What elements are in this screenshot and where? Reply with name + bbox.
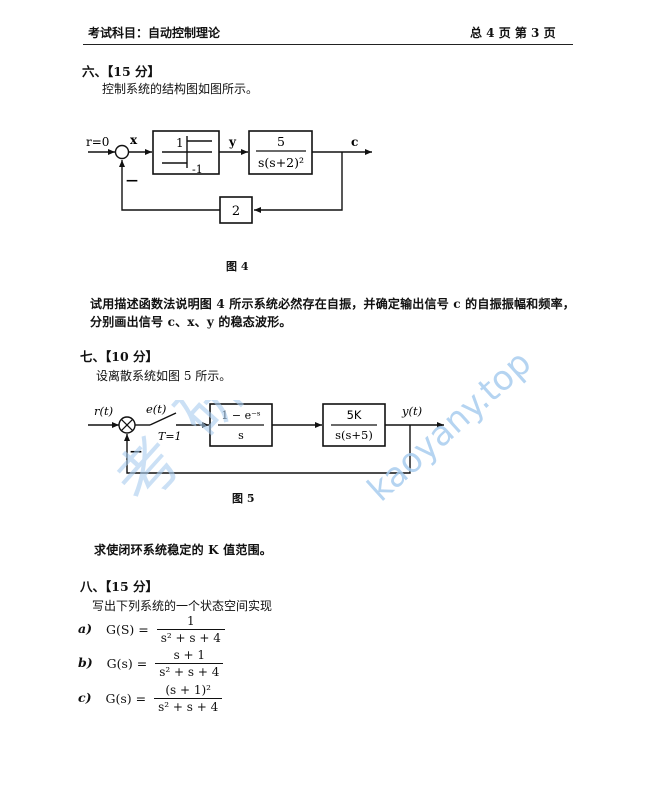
fig5-minus-sign: —: [130, 444, 142, 458]
q8-intro: 写出下列系统的一个状态空间实现: [92, 599, 273, 613]
q8-title: 八、【15 分】: [80, 579, 158, 594]
q8-item-b-num: s + 1: [155, 648, 224, 664]
q8-item-b-lhs: G(s) =: [106, 656, 148, 671]
q8-item-b-tag: b): [78, 655, 93, 670]
q8-item-b: b) G(s) = s + 1 s² + s + 4: [78, 648, 224, 679]
fig4-x-label: x: [130, 133, 138, 147]
fig4-summing-junction: [114, 144, 130, 160]
fig5-sample-period: T=1: [158, 430, 182, 443]
figure-5-caption: 图 5: [232, 492, 255, 505]
q8-item-b-den: s² + s + 4: [159, 665, 220, 679]
q6-question-line2: 分别画出信号 c、x、y 的稳态波形。: [90, 315, 292, 329]
relay-lower-level: -1: [192, 163, 203, 176]
fig5-y-label: y(t): [401, 404, 422, 418]
fig4-feedback-gain: 2: [232, 204, 240, 219]
figure-4-caption: 图 4: [226, 260, 249, 273]
fig5-plant-num: 5K: [347, 408, 362, 422]
figure-4: [88, 130, 372, 224]
q8-item-c: c) G(s) = (s + 1)² s² + s + 4: [78, 683, 223, 714]
q8-item-c-tag: c): [78, 690, 92, 705]
q8-item-c-lhs: G(s) =: [105, 691, 147, 706]
fig4-y-label: y: [228, 135, 237, 149]
header-rule: [83, 44, 573, 45]
relay-upper-level: 1: [176, 136, 184, 150]
q8-item-a-num: 1: [156, 614, 225, 630]
q6-question-line1: 试用描述函数法说明图 4 所示系统必然存在自振，并确定输出信号 c 的自振振幅和…: [90, 297, 575, 311]
q8-item-a-lhs: G(S) =: [106, 622, 149, 637]
q7-title: 七、【10 分】: [80, 349, 158, 364]
q8-item-a-den: s² + s + 4: [160, 631, 221, 645]
q6-title: 六、【15 分】: [82, 64, 160, 79]
fig5-feedback-path: [124, 425, 411, 474]
q8-item-c-den: s² + s + 4: [158, 700, 219, 714]
exam-subject: 考试科目：自动控制理论: [88, 26, 221, 40]
relay-characteristic: [162, 136, 212, 168]
q7-intro: 设离散系统如图 5 所示。: [96, 369, 232, 383]
q6-intro: 控制系统的结构图如图所示。: [102, 82, 259, 96]
fig4-c-label: c: [351, 135, 358, 149]
fig4-r-label: r=0: [86, 135, 109, 149]
fig4-plant-num: 5: [277, 134, 285, 149]
fig4-feedback-out: [119, 160, 220, 211]
fig5-r-label: r(t): [94, 404, 113, 418]
q8-item-b-fraction: s + 1 s² + s + 4: [155, 648, 224, 679]
q8-item-c-num: (s + 1)²: [154, 683, 223, 699]
page-counter: 总 4 页 第 3 页: [470, 26, 556, 40]
zoh-den: s: [238, 429, 244, 442]
zoh-num: 1 − e⁻ˢ: [221, 409, 261, 422]
figure-5: [88, 403, 444, 474]
fig5-e-label: e(t): [146, 402, 166, 416]
sampler-switch: [149, 412, 177, 426]
q8-item-a: a) G(S) = 1 s² + s + 4: [78, 614, 225, 645]
q8-item-c-fraction: (s + 1)² s² + s + 4: [154, 683, 223, 714]
q8-item-a-fraction: 1 s² + s + 4: [156, 614, 225, 645]
fig4-plant-den: s(s+2)²: [258, 155, 304, 170]
q7-question: 求使闭环系统稳定的 K 值范围。: [94, 543, 272, 557]
fig4-minus-sign: —: [126, 173, 138, 187]
q8-item-a-tag: a): [78, 621, 93, 636]
fig5-plant-den: s(s+5): [335, 428, 373, 442]
fig4-feedback-in: [254, 152, 343, 213]
